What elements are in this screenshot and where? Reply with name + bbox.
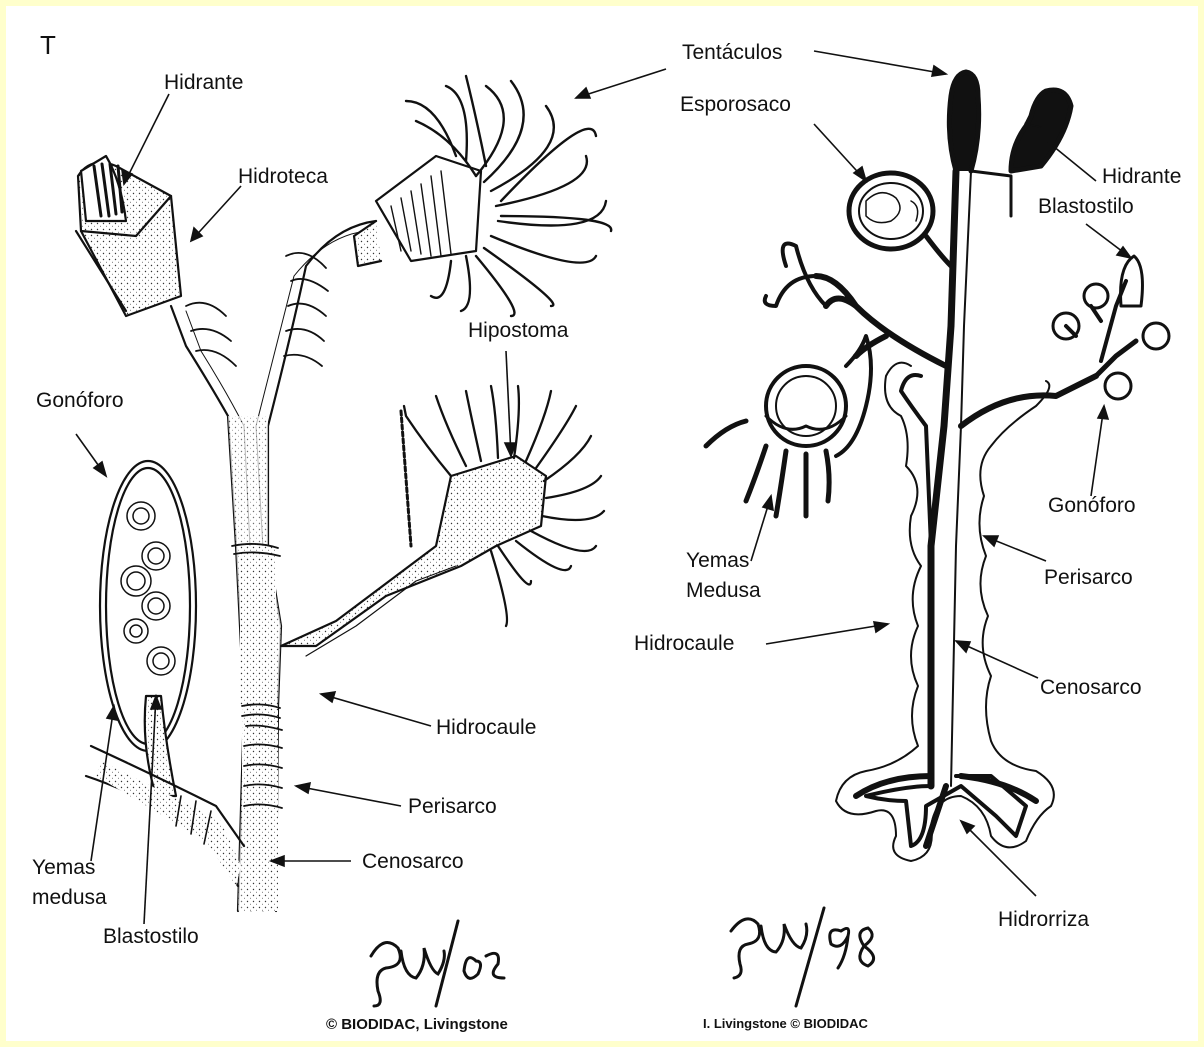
signature-left — [371, 921, 504, 1006]
label-hidrante-right: Hidrante — [1102, 166, 1181, 188]
label-hidrante-left: Hidrante — [164, 72, 243, 94]
hydroid-illustration — [6, 6, 1198, 1041]
right-colony-drawing — [706, 72, 1169, 861]
label-hidrocaule-left: Hidrocaule — [436, 717, 536, 739]
label-gonoforo-right: Gonóforo — [1048, 495, 1136, 517]
corner-letter: T — [40, 32, 56, 59]
left-colony-drawing — [76, 76, 611, 911]
credit-right: I. Livingstone © BIODIDAC — [703, 1017, 868, 1031]
label-cenosarco-left: Cenosarco — [362, 851, 464, 873]
label-hidrorriza: Hidrorriza — [998, 909, 1089, 931]
label-esporosaco: Esporosaco — [680, 94, 791, 116]
label-tentaculos: Tentáculos — [682, 42, 782, 64]
label-cenosarco-right: Cenosarco — [1040, 677, 1142, 699]
diagram-frame: T Hidrante Hidroteca Hipostoma Gonóforo … — [6, 6, 1198, 1041]
credit-left: © BIODIDAC, Livingstone — [326, 1017, 508, 1033]
label-hipostoma: Hipostoma — [468, 320, 568, 342]
signature-right — [731, 908, 874, 1006]
label-yemas-medusa-right: Yemas Medusa — [686, 546, 761, 606]
label-yemas-medusa-left: Yemas medusa — [32, 853, 107, 913]
label-hidroteca: Hidroteca — [238, 166, 328, 188]
label-perisarco-right: Perisarco — [1044, 567, 1133, 589]
label-gonoforo-left: Gonóforo — [36, 390, 124, 412]
label-hidrocaule-right: Hidrocaule — [634, 633, 734, 655]
label-perisarco-left: Perisarco — [408, 796, 497, 818]
label-blastostilo-left: Blastostilo — [103, 926, 199, 948]
right-leader-lines — [576, 51, 1131, 896]
label-blastostilo-right: Blastostilo — [1038, 196, 1134, 218]
